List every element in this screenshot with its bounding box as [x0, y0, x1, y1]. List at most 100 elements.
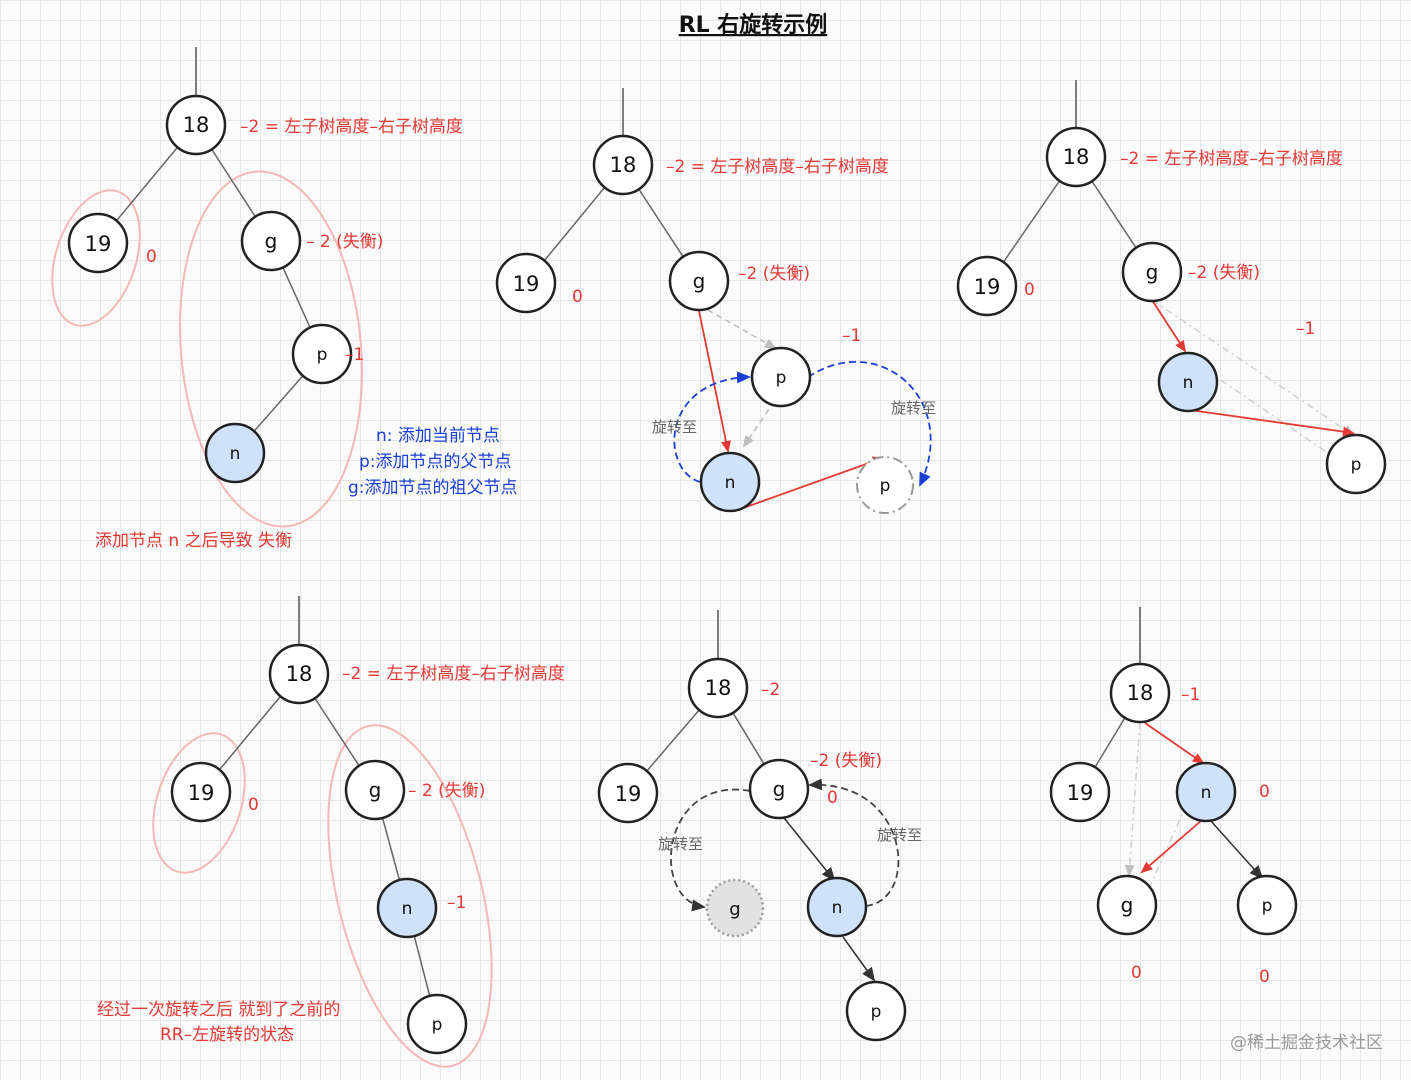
balance-p: –1	[1296, 319, 1315, 339]
node-19: 19	[170, 761, 232, 823]
node-g: g	[668, 250, 730, 312]
node-g: g	[240, 210, 302, 272]
right-subtree-highlight	[179, 170, 363, 528]
rotate-label: 旋转至	[891, 399, 936, 417]
balance-19: 0	[572, 287, 583, 307]
node-n: n	[699, 451, 761, 513]
svg-text:n: n	[1183, 373, 1194, 393]
balance-root: –2 = 左子树高度–右子树高度	[666, 157, 889, 177]
svg-text:g: g	[1146, 260, 1159, 284]
balance-19: 0	[248, 795, 259, 815]
node-g-ghost: g	[705, 878, 765, 938]
balance-g: –2 (失衡)	[810, 751, 882, 771]
caption-bottom-line-2: RR–左旋转的状态	[160, 1025, 294, 1045]
node-p: p	[1325, 433, 1387, 495]
svg-text:19: 19	[615, 782, 642, 806]
balance-g: –2 (失衡)	[738, 264, 810, 284]
caption-bottom-line-1: 经过一次旋转之后 就到了之前的	[97, 1000, 340, 1020]
left-subtree-highlight	[152, 732, 246, 874]
svg-text:p: p	[776, 368, 787, 388]
panel-2: 18 19 g p n p –2 = 左子树高度–右子树高度 0 –2 (失衡)…	[495, 88, 936, 514]
node-p-ghost: p	[856, 456, 914, 514]
edge-new	[698, 310, 731, 453]
svg-text:18: 18	[183, 113, 210, 137]
caption-top: 添加节点 n 之后导致 失衡	[95, 531, 292, 551]
edge-old	[1124, 721, 1141, 877]
balance-g: 0	[1131, 963, 1142, 983]
balance-root: –2	[761, 680, 780, 700]
svg-text:p: p	[432, 1015, 443, 1035]
node-p: p	[406, 993, 468, 1055]
node-p: p	[291, 323, 353, 385]
balance-19: 0	[146, 247, 157, 267]
svg-text:18: 18	[1127, 681, 1154, 705]
node-n: n	[1175, 761, 1237, 823]
svg-text:g: g	[729, 899, 740, 920]
svg-text:18: 18	[286, 662, 313, 686]
edge-new	[1189, 409, 1355, 437]
node-n: n	[1157, 351, 1219, 413]
svg-text:18: 18	[705, 676, 732, 700]
node-n: n	[376, 877, 438, 939]
edge-new	[1140, 819, 1203, 874]
node-n: n	[204, 422, 266, 484]
svg-text:g: g	[693, 269, 706, 293]
node-19: 19	[956, 255, 1018, 317]
panel-1: 18 19 g p n –2 = 左子树高度–右子树高度 0 – 2 (失衡) …	[51, 47, 518, 551]
node-p: p	[845, 980, 907, 1042]
rotation-arc	[807, 361, 932, 487]
node-g: g	[1121, 241, 1183, 303]
balance-g: –2 (失衡)	[1188, 263, 1260, 283]
svg-text:p: p	[317, 345, 328, 365]
edge-new	[1144, 722, 1205, 765]
node-n: n	[806, 876, 868, 938]
svg-text:n: n	[725, 473, 736, 493]
svg-text:n: n	[402, 899, 413, 919]
node-18: 18	[165, 94, 227, 156]
rotation-arc	[808, 778, 900, 907]
node-18: 18	[1045, 126, 1107, 188]
balance-root: –2 = 左子树高度–右子树高度	[240, 117, 463, 137]
svg-text:19: 19	[974, 275, 1001, 299]
balance-n: 0	[1259, 782, 1270, 802]
panel-5: 18 19 g g n p –2 –2 (失衡) 0 旋转至 旋转至	[597, 610, 922, 1042]
svg-text:n: n	[230, 444, 241, 464]
balance-root: –2 = 左子树高度–右子树高度	[1120, 149, 1343, 169]
svg-text:p: p	[871, 1002, 882, 1022]
panel-4: 18 19 g n p –2 = 左子树高度–右子树高度 0 – 2 (失衡) …	[97, 596, 565, 1068]
legend-p: p:添加节点的父节点	[359, 452, 512, 472]
node-18: 18	[687, 657, 749, 719]
node-g: g	[1096, 874, 1158, 936]
balance-n: –1	[447, 893, 466, 913]
node-19: 19	[597, 762, 659, 824]
rotate-label: 旋转至	[652, 418, 697, 436]
legend-g: g:添加节点的祖父节点	[348, 478, 518, 498]
node-g: g	[344, 759, 406, 821]
edge-old	[1151, 299, 1355, 437]
node-18: 18	[268, 643, 330, 705]
rotation-arc	[673, 371, 751, 483]
node-19: 19	[495, 252, 557, 314]
balance-root: –1	[1181, 685, 1200, 705]
rotate-label: 旋转至	[877, 826, 922, 844]
svg-text:p: p	[880, 476, 891, 496]
node-p: p	[750, 346, 812, 408]
balance-p: –1	[842, 326, 861, 346]
left-subtree-highlight	[51, 189, 141, 327]
balance-g: – 2 (失衡)	[408, 781, 485, 801]
svg-text:g: g	[265, 229, 278, 253]
balance-19: 0	[1024, 280, 1035, 300]
node-18: 18	[1109, 662, 1171, 724]
svg-text:19: 19	[188, 781, 215, 805]
diagram-title: RL 右旋转示例	[679, 12, 828, 38]
node-p: p	[1236, 874, 1298, 936]
node-g: g	[748, 758, 810, 820]
right-subtree-highlight	[327, 724, 493, 1068]
svg-text:n: n	[1201, 783, 1212, 803]
balance-p: 0	[1259, 967, 1270, 987]
balance-p: –1	[345, 345, 364, 365]
svg-text:p: p	[1351, 455, 1362, 475]
edge-old	[698, 304, 777, 349]
svg-text:19: 19	[1067, 781, 1094, 805]
